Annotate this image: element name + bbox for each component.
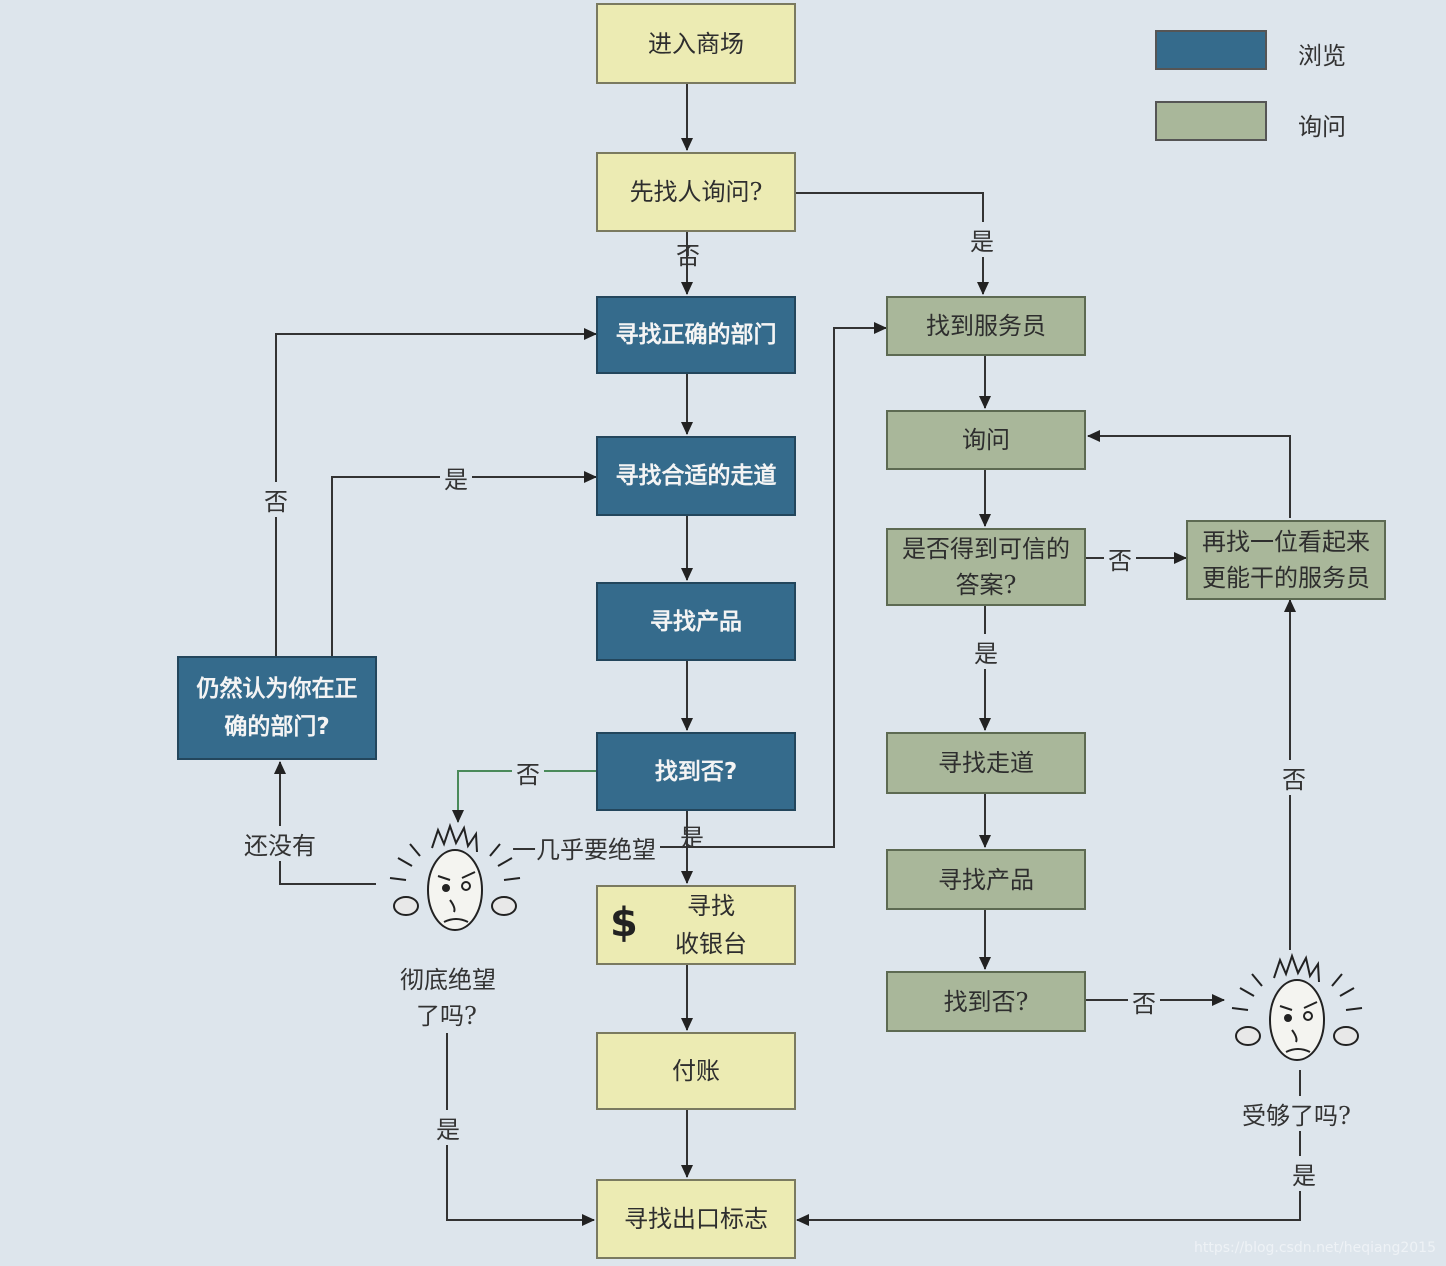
node-find-cashier-label-1: 寻找 <box>687 892 735 920</box>
node-find-aisle-label: 寻找合适的走道 <box>615 463 777 489</box>
edge-label-ask-yes: 是 <box>966 222 998 257</box>
arrow-ask-yes-to-staff <box>796 192 989 295</box>
node-found-question-right: 找到否? <box>886 971 1086 1032</box>
node-find-product-right-label: 寻找产品 <box>938 865 1034 894</box>
node-find-aisle-right: 寻找走道 <box>886 732 1086 794</box>
node-find-product-label: 寻找产品 <box>650 608 742 635</box>
legend-label-browse: 浏览 <box>1298 42 1346 70</box>
edge-label-still-no: 否 <box>260 482 292 517</box>
edge-label-enough-no: 否 <box>1278 760 1310 795</box>
node-pay-label: 付账 <box>672 1057 720 1085</box>
node-find-cashier: 寻找 收银台 <box>596 885 796 965</box>
arrow-still-yes-to-aisle <box>331 471 597 656</box>
legend-label-ask: 询问 <box>1298 113 1346 141</box>
frustrated-face-icon <box>389 822 521 931</box>
edge-label-almost-despair: 一几乎要绝望 <box>508 830 660 865</box>
node-find-product: 寻找产品 <box>596 582 796 661</box>
arrow-enough-yes-to-exit <box>796 1070 1301 1226</box>
node-found-question: 找到否? <box>596 732 796 811</box>
node-ask-first: 先找人询问? <box>596 152 796 232</box>
node-ask-label: 询问 <box>962 426 1010 454</box>
frustrated-face-icon <box>1231 952 1363 1061</box>
node-find-staff: 找到服务员 <box>886 296 1086 356</box>
edge-label-found-yes: 是 <box>680 824 704 852</box>
dollar-sign-icon: $ <box>610 900 638 946</box>
edge-label-credible-no: 否 <box>1104 541 1136 576</box>
arrow-still-no-to-dept <box>275 328 597 656</box>
node-ask: 询问 <box>886 410 1086 470</box>
node-still-right-department-label-2: 确的部门? <box>224 714 330 740</box>
edge-label-despair-yes: 是 <box>432 1110 464 1145</box>
node-still-right-department: 仍然认为你在正 确的部门? <box>177 656 377 760</box>
face-caption-enough: 受够了吗? <box>1238 1096 1355 1131</box>
node-find-staff-label: 找到服务员 <box>926 312 1046 340</box>
arrow-almost-despair-to-staff <box>510 322 887 848</box>
edge-label-credible-yes: 是 <box>970 634 1002 669</box>
node-found-question-right-label: 找到否? <box>943 987 1029 1016</box>
node-enter-mall-label: 进入商场 <box>648 29 744 58</box>
edge-label-found-no: 否 <box>512 755 544 790</box>
edge-label-found-right-no: 否 <box>1128 984 1160 1019</box>
node-find-aisle-right-label: 寻找走道 <box>938 749 1034 777</box>
face-caption-despair-2: 了吗? <box>416 1002 477 1030</box>
arrow-despair-yes-to-exit <box>446 1033 595 1226</box>
node-credible-answer-label-2: 答案? <box>955 571 1017 599</box>
node-credible-answer: 是否得到可信的 答案? <box>886 528 1086 606</box>
node-find-department-label: 寻找正确的部门 <box>615 322 777 348</box>
arrow-not-yet-to-still <box>274 761 376 885</box>
node-another-staff-label-2: 更能干的服务员 <box>1202 564 1370 592</box>
node-pay: 付账 <box>596 1032 796 1110</box>
legend-swatch-browse <box>1155 30 1267 70</box>
node-credible-answer-label-1: 是否得到可信的 <box>902 535 1070 563</box>
edge-label-ask-no: 否 <box>676 242 700 270</box>
node-still-right-department-label-1: 仍然认为你在正 <box>196 676 358 702</box>
arrow-found-no-to-face <box>452 770 596 823</box>
node-find-cashier-label-2: 收银台 <box>675 930 747 958</box>
node-another-staff: 再找一位看起来 更能干的服务员 <box>1186 520 1386 600</box>
node-find-exit-label: 寻找出口标志 <box>624 1205 768 1233</box>
node-find-aisle: 寻找合适的走道 <box>596 436 796 516</box>
node-another-staff-label-1: 再找一位看起来 <box>1202 528 1370 556</box>
face-caption-despair-1: 彻底绝望 <box>400 966 496 994</box>
node-find-department: 寻找正确的部门 <box>596 296 796 374</box>
node-found-question-label: 找到否? <box>654 758 738 785</box>
arrow-another-to-ask <box>1087 430 1291 518</box>
edge-label-enough-yes: 是 <box>1288 1156 1320 1191</box>
edge-label-not-yet: 还没有 <box>240 826 320 861</box>
watermark: https://blog.csdn.net/heqiang2015 <box>1194 1240 1436 1256</box>
node-find-exit: 寻找出口标志 <box>596 1179 796 1259</box>
node-ask-first-label: 先找人询问? <box>629 178 763 206</box>
legend-swatch-ask <box>1155 101 1267 141</box>
node-enter-mall: 进入商场 <box>596 3 796 84</box>
edge-label-still-yes: 是 <box>440 460 472 495</box>
node-find-product-right: 寻找产品 <box>886 849 1086 910</box>
